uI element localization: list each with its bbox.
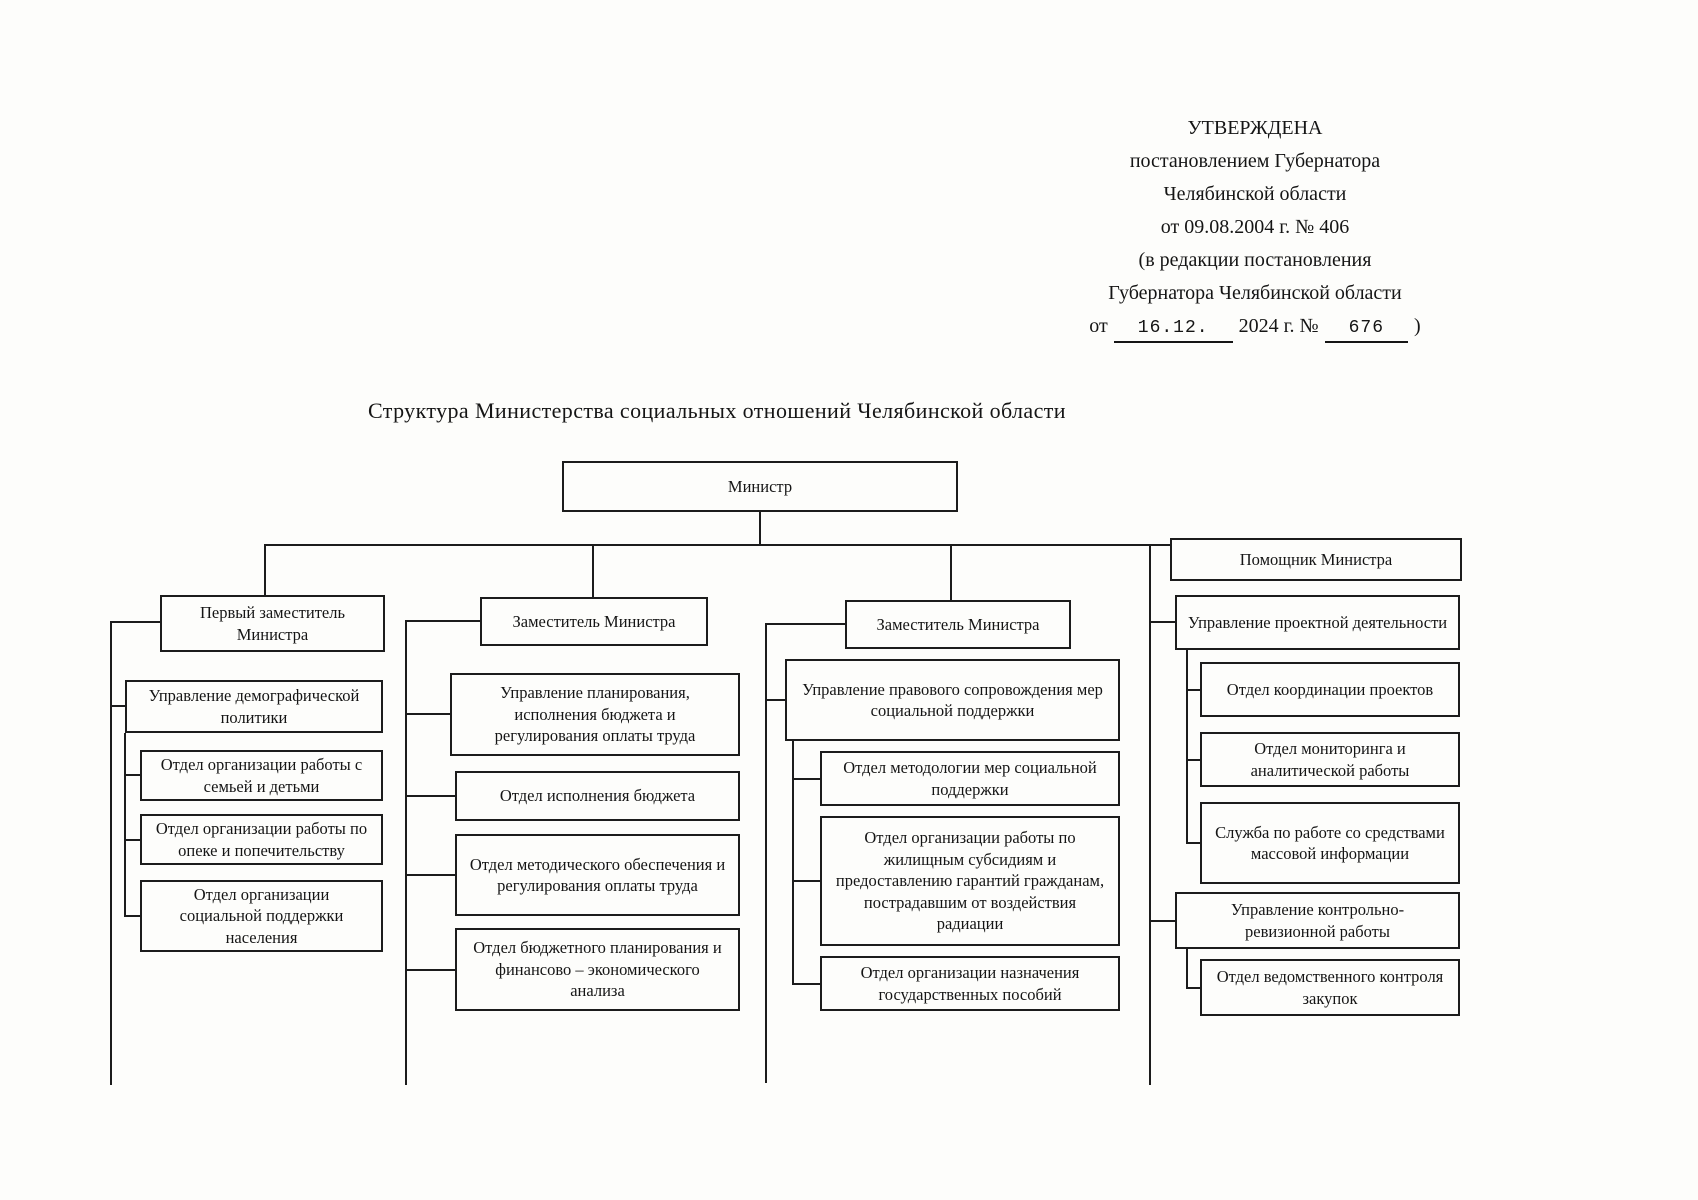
page-title: Структура Министерства социальных отноше… bbox=[368, 398, 1066, 423]
amendment-date-blank: 16.12. bbox=[1113, 315, 1233, 343]
org-node-methodology-unit: Отдел методологии мер социальной поддерж… bbox=[820, 751, 1120, 806]
org-node-demography-dept: Управление демографической политики bbox=[125, 680, 383, 733]
org-node-state-benefits-unit: Отдел организации назначения государстве… bbox=[820, 956, 1120, 1011]
org-node-project-coordination-unit: Отдел координации проектов bbox=[1200, 662, 1460, 717]
connector-social-support-stub bbox=[124, 915, 140, 917]
connector-budget-execution-stub bbox=[405, 795, 455, 797]
org-node-monitoring-unit: Отдел мониторинга и аналитической работы bbox=[1200, 732, 1460, 787]
org-node-housing-subsidies-unit: Отдел организации работы по жилищным суб… bbox=[820, 816, 1120, 946]
connector-right-subtrunk-b bbox=[1186, 949, 1188, 989]
connector-first-deputy-stub bbox=[110, 621, 160, 623]
org-node-pay-regulation-unit: Отдел методического обеспечения и регули… bbox=[455, 834, 740, 916]
org-node-planning-dept: Управление планирования, исполнения бюдж… bbox=[450, 673, 740, 756]
org-node-social-support-unit: Отдел организации социальной поддержки н… bbox=[140, 880, 383, 952]
connector-family-stub bbox=[124, 774, 140, 776]
org-node-deputy-legal: Заместитель Министра bbox=[845, 600, 1071, 649]
org-node-media-service: Служба по работе со средствами массовой … bbox=[1200, 802, 1460, 884]
connector-pay-regulation-stub bbox=[405, 874, 455, 876]
org-node-legal-dept: Управление правового сопровождения мер с… bbox=[785, 659, 1120, 741]
org-node-procurement-control-unit: Отдел ведомственного контроля закупок bbox=[1200, 959, 1460, 1016]
amendment-suffix: ) bbox=[1414, 315, 1421, 337]
connector-branch-first-deputy bbox=[264, 544, 266, 595]
approval-line: постановлением Губернатора bbox=[1129, 150, 1381, 172]
connector-col1-subtrunk bbox=[124, 733, 126, 917]
connector-audit-dept-stub bbox=[1149, 920, 1175, 922]
amendment-number-blank: 676 bbox=[1324, 315, 1409, 343]
connector-deputy-finance-stub bbox=[405, 620, 480, 622]
org-node-deputy-finance: Заместитель Министра bbox=[480, 597, 708, 646]
connector-benefits-stub bbox=[792, 983, 820, 985]
connector-legal-dept-stub bbox=[765, 699, 785, 701]
org-node-project-dept: Управление проектной деятельности bbox=[1175, 595, 1460, 650]
org-node-budget-execution-unit: Отдел исполнения бюджета bbox=[455, 771, 740, 821]
connector-right-trunk bbox=[1149, 544, 1151, 1085]
connector-col2-trunk bbox=[405, 620, 407, 1085]
approval-line: от 09.08.2004 г. № 406 bbox=[1160, 216, 1350, 238]
approval-line: Губернатора Челябинской области bbox=[1108, 282, 1402, 304]
connector-monitoring-stub bbox=[1186, 759, 1200, 761]
amendment-year: 2024 г. № bbox=[1238, 315, 1319, 337]
connector-project-dept-stub bbox=[1149, 621, 1175, 623]
connector-col1-trunk bbox=[110, 621, 112, 1085]
connector-main-rail bbox=[264, 544, 1170, 546]
org-node-budget-planning-unit: Отдел бюджетного планирования и финансов… bbox=[455, 928, 740, 1011]
approval-line: Челябинской области bbox=[1163, 183, 1347, 205]
approval-line: УТВЕРЖДЕНА bbox=[1187, 117, 1323, 139]
org-node-first-deputy: Первый заместитель Министра bbox=[160, 595, 385, 652]
connector-media-stub bbox=[1186, 842, 1200, 844]
connector-deputy-legal-stub bbox=[765, 623, 845, 625]
connector-project-coordination-stub bbox=[1186, 689, 1200, 691]
connector-col3-subtrunk bbox=[792, 741, 794, 985]
org-node-assistant: Помощник Министра bbox=[1170, 538, 1462, 581]
org-node-minister: Министр bbox=[562, 461, 958, 512]
amendment-prefix: от bbox=[1089, 315, 1108, 337]
connector-planning-stub bbox=[405, 713, 450, 715]
connector-housing-stub bbox=[792, 880, 820, 882]
connector-custody-stub bbox=[124, 839, 140, 841]
org-node-custody-unit: Отдел организации работы по опеке и попе… bbox=[140, 814, 383, 865]
approval-stamp: УТВЕРЖДЕНА постановлением Губернатора Че… bbox=[1015, 112, 1495, 343]
connector-branch-deputy-finance bbox=[592, 544, 594, 597]
connector-methodology-stub bbox=[792, 778, 820, 780]
connector-branch-deputy-legal bbox=[950, 544, 952, 600]
connector-col3-trunk bbox=[765, 623, 767, 1083]
connector-right-subtrunk-a bbox=[1186, 650, 1188, 844]
connector-budget-planning-stub bbox=[405, 969, 455, 971]
connector-minister-drop bbox=[759, 512, 761, 545]
org-node-audit-dept: Управление контрольно-ревизионной работы bbox=[1175, 892, 1460, 949]
approval-line: (в редакции постановления bbox=[1138, 249, 1372, 271]
org-node-family-unit: Отдел организации работы с семьей и деть… bbox=[140, 750, 383, 801]
connector-procurement-stub bbox=[1186, 987, 1200, 989]
connector-demography-stub bbox=[110, 705, 125, 707]
